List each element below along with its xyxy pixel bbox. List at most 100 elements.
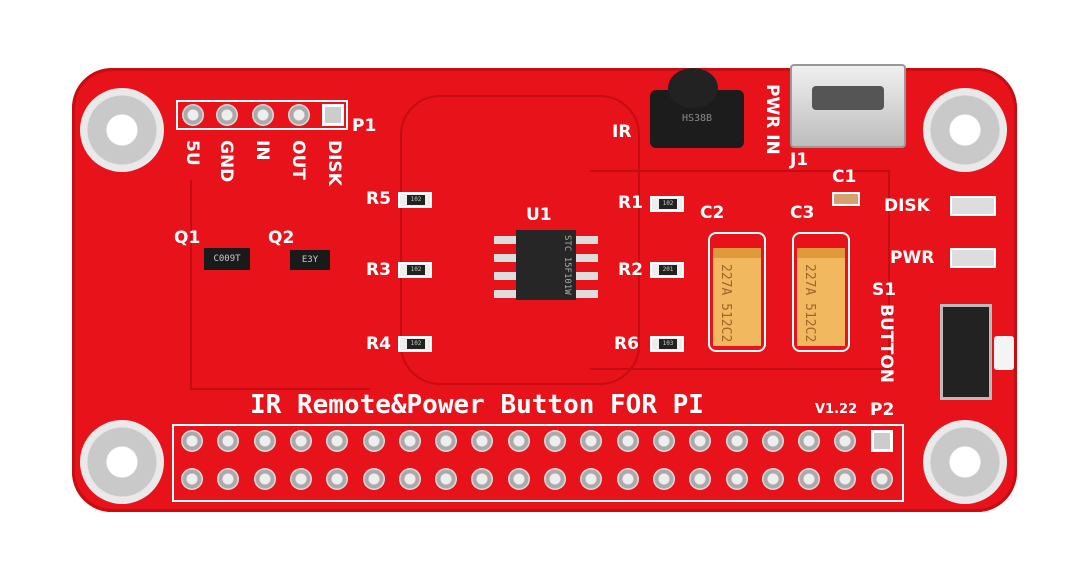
gpio-pin (507, 468, 530, 490)
disk-led-label: DISK (884, 196, 930, 216)
p1-pin (182, 104, 204, 126)
ir-label: IR (612, 122, 632, 142)
gpio-pin (507, 430, 530, 452)
r2-resistor: 201 (650, 262, 684, 278)
gpio-pin (834, 430, 857, 452)
gpio-header (172, 424, 904, 502)
p1-pin-label: GND (216, 140, 236, 183)
gpio-pin (652, 468, 675, 490)
u1-chip: STC 15F101W (516, 230, 576, 300)
gpio-pin (253, 468, 276, 490)
gpio-pin (689, 468, 712, 490)
c1-label: C1 (832, 167, 857, 187)
gpio-pin (580, 468, 603, 490)
trace (590, 170, 890, 370)
gpio-pin (398, 468, 421, 490)
gpio-pin (362, 468, 385, 490)
gpio-pin (689, 430, 712, 452)
p1-pin (252, 104, 274, 126)
gpio-pin (362, 430, 385, 452)
r6-label: R6 (614, 334, 639, 354)
r3-label: R3 (366, 260, 391, 280)
r4-resistor: 102 (398, 336, 432, 352)
gpio-pin (217, 468, 240, 490)
r3-resistor: 102 (398, 262, 432, 278)
gpio-pin (725, 430, 748, 452)
p1-label: P1 (352, 116, 377, 136)
gpio-pin (471, 468, 494, 490)
p1-pin-label: DISK (324, 140, 344, 186)
pwr-led-label: PWR (890, 248, 935, 268)
gpio-pin (544, 430, 566, 452)
r5-resistor: 102 (398, 192, 432, 208)
r5-label: R5 (366, 189, 391, 209)
q2-label: Q2 (268, 228, 295, 248)
gpio-pin (471, 430, 494, 452)
gpio-pin (761, 468, 784, 490)
gpio-pin (798, 468, 821, 490)
s1-label: S1 (872, 280, 897, 300)
p1-header (176, 100, 348, 130)
ir-lens (668, 68, 718, 108)
c2-label: C2 (700, 203, 725, 223)
gpio-pin (870, 430, 893, 452)
p2-label: P2 (870, 400, 895, 420)
p1-pin (216, 104, 238, 126)
trace (400, 95, 640, 385)
p1-pin-square (322, 104, 344, 126)
gpio-pin (326, 430, 349, 452)
c2-capacitor: 227A 512C2 (708, 232, 766, 352)
pwr-led (950, 248, 996, 268)
c3-capacitor: 227A 512C2 (792, 232, 850, 352)
r1-resistor: 102 (650, 196, 684, 212)
r4-label: R4 (366, 334, 391, 354)
c1-capacitor (832, 192, 860, 206)
j1-label: J1 (790, 150, 809, 170)
power-button[interactable] (940, 304, 992, 400)
p1-pin-label: IN (252, 140, 272, 161)
gpio-pin (834, 468, 857, 490)
q1-label: Q1 (174, 228, 201, 248)
gpio-pin (289, 468, 312, 490)
gpio-pin (435, 468, 458, 490)
p1-pin (288, 104, 310, 126)
r6-resistor: 103 (650, 336, 684, 352)
gpio-pin (580, 430, 603, 452)
gpio-pin (725, 468, 748, 490)
pwr-in-label: PWR IN (762, 84, 782, 155)
gpio-pin (435, 430, 458, 452)
gpio-pin (798, 430, 821, 452)
mounting-hole (923, 88, 1007, 172)
disk-led (950, 196, 996, 216)
usb-opening (812, 86, 884, 110)
r1-label: R1 (618, 193, 643, 213)
gpio-pin (544, 468, 566, 490)
mounting-hole (80, 420, 164, 504)
r2-label: R2 (618, 260, 643, 280)
gpio-pin (398, 430, 421, 452)
gpio-pin (181, 468, 203, 490)
gpio-pin (761, 430, 784, 452)
u1-label: U1 (526, 205, 552, 225)
button-label: BUTTON (876, 304, 896, 384)
gpio-pin (217, 430, 240, 452)
q1-transistor: C009T (204, 248, 250, 270)
gpio-pin (326, 468, 349, 490)
gpio-pin (616, 468, 639, 490)
gpio-pin (870, 468, 893, 490)
gpio-pin (616, 430, 639, 452)
gpio-pin (289, 430, 312, 452)
trace (190, 180, 370, 390)
button-actuator[interactable] (994, 336, 1014, 370)
mounting-hole (923, 420, 1007, 504)
board-title: IR Remote&Power Button FOR PI (250, 390, 704, 420)
c3-label: C3 (790, 203, 815, 223)
gpio-pin (253, 430, 276, 452)
q2-transistor: E3Y (290, 250, 330, 270)
mounting-hole (80, 88, 164, 172)
p1-pin-label: OUT (288, 140, 308, 180)
gpio-pin (652, 430, 675, 452)
gpio-pin (181, 430, 203, 452)
board-version: V1.22 (815, 402, 858, 417)
p1-pin-label: 5U (182, 140, 202, 166)
